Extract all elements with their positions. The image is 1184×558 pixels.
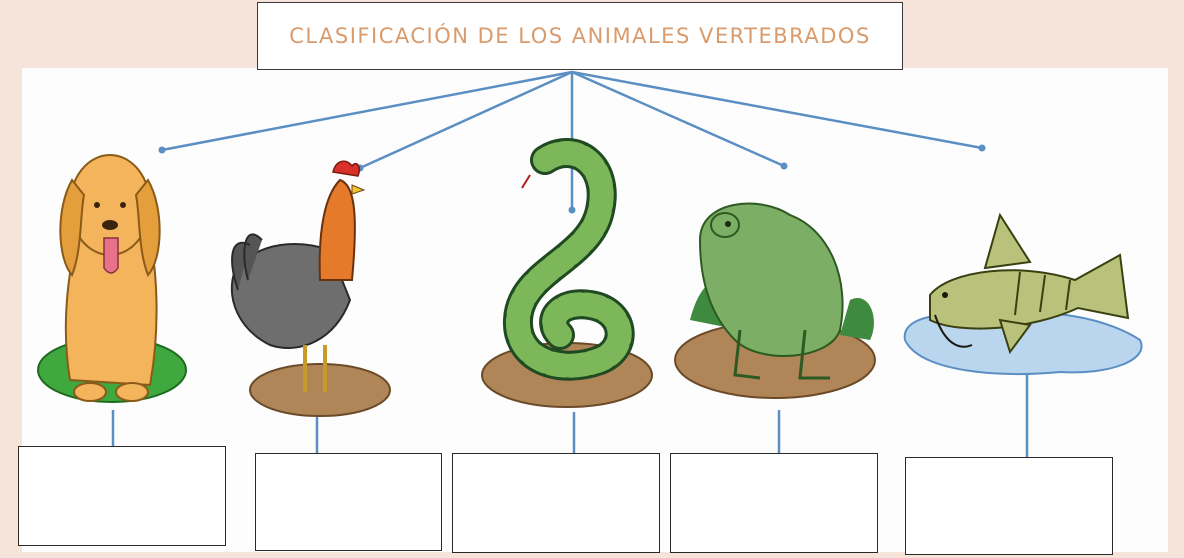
frog-icon (674, 202, 876, 399)
connector-fish (571, 70, 983, 150)
connector-dog (161, 70, 573, 152)
answer-box-dog[interactable] (18, 446, 226, 546)
connector-rooster (359, 70, 573, 170)
title-box: CLASIFICACIÓN DE LOS ANIMALES VERTEBRADO… (257, 2, 903, 70)
answer-box-rooster[interactable] (255, 453, 442, 551)
connector-frog (571, 70, 785, 168)
snake-icon (481, 138, 653, 408)
dog-icon (37, 154, 187, 403)
diagram-title: CLASIFICACIÓN DE LOS ANIMALES VERTEBRADO… (289, 24, 871, 48)
answer-box-snake[interactable] (452, 453, 660, 553)
rooster-icon (230, 160, 391, 417)
fish-icon (903, 212, 1143, 376)
answer-box-fish[interactable] (905, 457, 1113, 555)
answer-box-frog[interactable] (670, 453, 878, 553)
